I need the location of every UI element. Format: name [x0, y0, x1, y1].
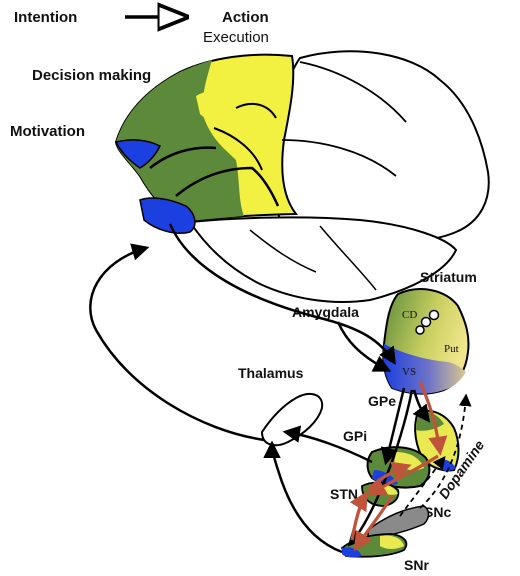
striatum-caudate-circle-2 — [430, 311, 439, 320]
thalamus-to-cortex-arrow — [90, 248, 264, 440]
striatum-caudate-circle-3 — [416, 326, 424, 334]
striatum-label: Striatum — [420, 269, 477, 285]
snr-label: SNr — [404, 557, 429, 573]
thalamus-label: Thalamus — [238, 365, 304, 381]
stn-label: STN — [330, 486, 358, 502]
vs-label: VS — [402, 366, 416, 378]
decision-making-label: Decision making — [32, 67, 151, 84]
striatum: CD Put VS — [383, 289, 468, 394]
cd-label: CD — [402, 309, 417, 321]
intention-label: Intention — [14, 9, 77, 26]
execution-label: Execution — [203, 29, 269, 46]
striatum-caudate-circle-1 — [422, 318, 431, 327]
occipital-lobe — [272, 51, 489, 241]
put-label: Put — [444, 343, 459, 355]
gpe-label: GPe — [368, 393, 396, 409]
gpi-label: GPi — [343, 428, 367, 444]
cortex — [116, 51, 489, 302]
motivation-label: Motivation — [10, 123, 85, 140]
action-label: Action — [222, 9, 269, 26]
